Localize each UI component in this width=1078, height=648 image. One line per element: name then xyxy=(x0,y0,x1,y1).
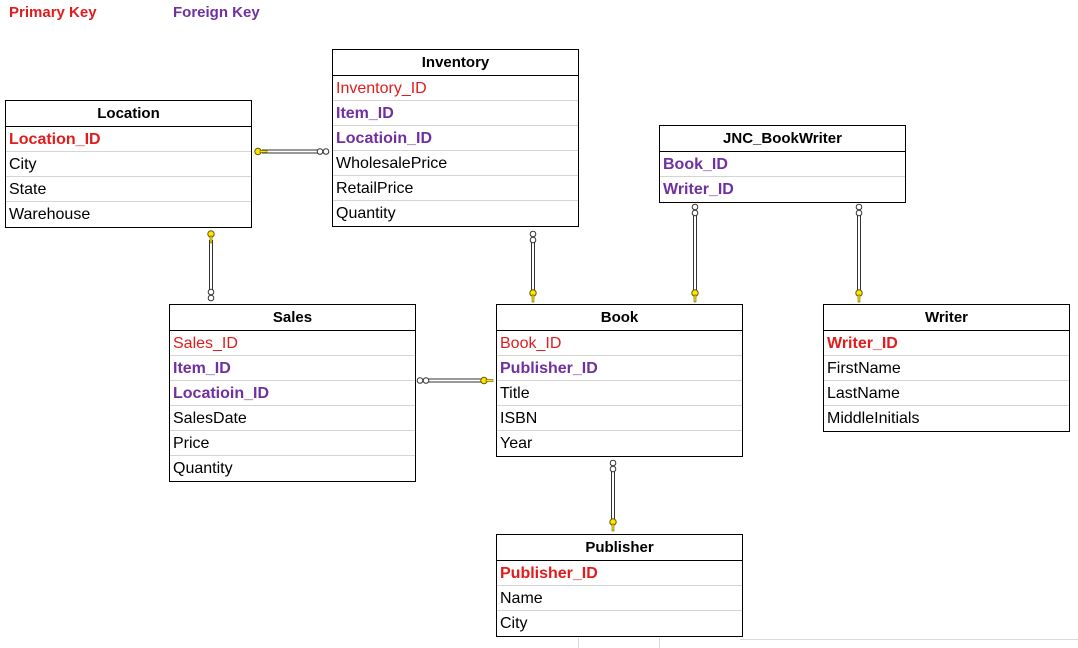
table-writer[interactable]: Writer Writer_ID FirstName LastName Midd… xyxy=(823,304,1070,432)
table-title: Publisher xyxy=(497,535,742,561)
legend-primary-key: Primary Key xyxy=(9,4,97,21)
field: City xyxy=(500,615,528,632)
field-primary-key: Writer_ID xyxy=(824,331,1069,356)
field: State xyxy=(6,177,251,202)
table-title: Inventory xyxy=(333,50,578,76)
field: ISBN xyxy=(497,406,742,431)
field-foreign-key: Book_ID xyxy=(660,152,905,177)
field-primary-key: Publisher_ID xyxy=(497,561,742,586)
table-title: JNC_BookWriter xyxy=(660,126,905,152)
field: Warehouse xyxy=(9,206,91,223)
field-primary-key: Book_ID xyxy=(497,331,742,356)
sheet-gridline xyxy=(740,639,1078,640)
rel-jnc-writer xyxy=(855,203,863,303)
sheet-gridline xyxy=(659,638,660,648)
rel-location-sales xyxy=(207,230,215,302)
table-inventory[interactable]: Inventory Inventory_ID Item_ID Locatioin… xyxy=(332,49,579,227)
table-publisher[interactable]: Publisher Publisher_ID Name City xyxy=(496,534,743,637)
field-foreign-key: Writer_ID xyxy=(663,181,734,198)
table-title: Book xyxy=(497,305,742,331)
rel-inventory-book xyxy=(529,230,537,303)
rel-location-inventory xyxy=(254,147,330,156)
field-primary-key: Location_ID xyxy=(6,127,251,152)
table-jnc-bookwriter[interactable]: JNC_BookWriter Book_ID Writer_ID xyxy=(659,125,906,203)
field: MiddleInitials xyxy=(827,410,920,427)
field: LastName xyxy=(824,381,1069,406)
table-title: Sales xyxy=(170,305,415,331)
sheet-gridline xyxy=(578,638,579,648)
field-foreign-key: Item_ID xyxy=(170,356,415,381)
field: SalesDate xyxy=(170,406,415,431)
field-foreign-key: Locatioin_ID xyxy=(333,126,578,151)
legend-foreign-key: Foreign Key xyxy=(173,4,260,21)
field: WholesalePrice xyxy=(333,151,578,176)
rel-book-publisher xyxy=(609,459,617,532)
field: Title xyxy=(497,381,742,406)
field: Quantity xyxy=(336,205,396,222)
table-sales[interactable]: Sales Sales_ID Item_ID Locatioin_ID Sale… xyxy=(169,304,416,482)
table-book[interactable]: Book Book_ID Publisher_ID Title ISBN Yea… xyxy=(496,304,743,457)
field: Year xyxy=(500,435,533,452)
table-title: Writer xyxy=(824,305,1069,331)
field-foreign-key: Item_ID xyxy=(333,101,578,126)
field: City xyxy=(6,152,251,177)
field: Price xyxy=(170,431,415,456)
field-primary-key: Inventory_ID xyxy=(333,76,578,101)
table-title: Location xyxy=(6,101,251,127)
field-primary-key: Sales_ID xyxy=(170,331,415,356)
field: FirstName xyxy=(824,356,1069,381)
field: Quantity xyxy=(173,460,233,477)
table-location[interactable]: Location Location_ID City State Warehous… xyxy=(5,100,252,228)
field-foreign-key: Locatioin_ID xyxy=(170,381,415,406)
rel-sales-book xyxy=(416,376,494,385)
rel-jnc-book xyxy=(691,203,699,303)
field: Name xyxy=(497,586,742,611)
field-foreign-key: Publisher_ID xyxy=(497,356,742,381)
field: RetailPrice xyxy=(333,176,578,201)
